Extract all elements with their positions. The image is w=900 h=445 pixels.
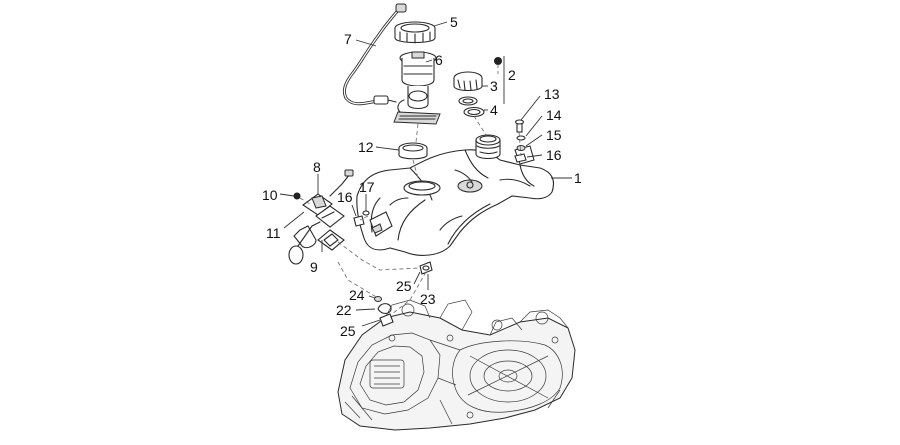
callout-4: 4	[490, 102, 498, 118]
callout-23: 23	[420, 291, 436, 307]
level-sensor-group	[288, 169, 354, 265]
callout-8: 8	[313, 159, 321, 175]
callout-3: 3	[490, 78, 498, 94]
pump-seal-ring	[398, 142, 428, 160]
callout-25-upper: 25	[396, 278, 412, 294]
right-fasteners	[514, 119, 527, 163]
assembly-lines	[299, 64, 522, 315]
callout-22: 22	[336, 302, 352, 318]
callout-13: 13	[544, 86, 560, 102]
callout-24: 24	[349, 287, 365, 303]
callout-12: 12	[358, 139, 374, 155]
callout-16-left: 16	[337, 189, 353, 205]
callout-11: 11	[266, 225, 281, 241]
callout-16-right: 16	[546, 147, 562, 163]
filler-cap-group	[453, 57, 502, 118]
callout-labels: 1 2 3 4 5 6 7 8 9 10 11 12 13 14 15 16 1…	[262, 14, 582, 339]
callout-15: 15	[546, 127, 562, 143]
callout-2: 2	[508, 67, 516, 83]
callout-7: 7	[344, 31, 352, 47]
callout-10: 10	[262, 187, 278, 203]
callout-1: 1	[574, 170, 582, 186]
callout-6: 6	[435, 52, 443, 68]
callout-5: 5	[450, 14, 458, 30]
callout-14: 14	[546, 107, 562, 123]
leader-lines	[279, 21, 572, 327]
callout-9: 9	[310, 259, 318, 275]
callout-17: 17	[359, 179, 375, 195]
fuel-pump-group	[342, 3, 441, 125]
fuel-tank	[356, 134, 555, 256]
callout-25-lower: 25	[340, 323, 356, 339]
engine-assembly	[337, 299, 576, 431]
left-fasteners	[353, 210, 370, 227]
hose-clips-group	[374, 261, 433, 327]
